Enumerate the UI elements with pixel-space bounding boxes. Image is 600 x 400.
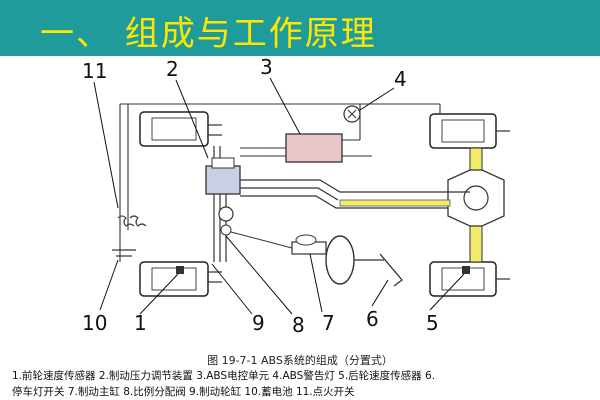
rear-left-wheel	[429, 113, 497, 149]
slide-title: 一、 组成与工作原理	[40, 14, 377, 54]
callout-9: 9	[252, 311, 265, 335]
proportioning-valve	[218, 206, 293, 249]
drive-shaft	[339, 199, 451, 207]
title-bar: 一、 组成与工作原理	[0, 0, 600, 56]
callout-2: 2	[166, 57, 179, 81]
callout-5: 5	[426, 311, 439, 335]
master-cylinder	[291, 234, 327, 255]
callout-10: 10	[82, 311, 107, 335]
rear-axle	[447, 147, 505, 263]
legend-line-2: 停车灯开关 7.制动主缸 8.比例分配阀 9.制动轮缸 10.蓄电池 11.点火…	[12, 386, 355, 398]
front-left-wheel	[139, 111, 209, 147]
callout-leaders	[93, 77, 465, 315]
brake-booster	[325, 235, 355, 285]
rear-brake-lines	[240, 130, 510, 280]
pressure-modulator	[205, 157, 241, 195]
front-brake-lines	[208, 124, 227, 283]
figure-caption: 图 19-7-1 ABS系统的组成（分置式）	[207, 354, 393, 367]
abs-system-diagram: 11 2 3 4 10 1 9 8 7 6 5	[82, 56, 510, 337]
callout-3: 3	[260, 56, 273, 79]
abs-ecu	[285, 133, 343, 163]
callout-11: 11	[82, 59, 107, 83]
ecu-wiring	[119, 103, 441, 262]
callout-4: 4	[394, 67, 407, 91]
front-speed-sensor	[176, 266, 184, 274]
ignition-switch	[117, 215, 147, 227]
callout-7: 7	[322, 311, 335, 335]
battery	[112, 249, 136, 257]
rear-speed-sensor	[462, 266, 470, 274]
abs-warning-lamp	[343, 105, 361, 123]
brake-pedal	[354, 253, 403, 287]
legend-line-1: 1.前轮速度传感器 2.制动压力调节装置 3.ABS电控单元 4.ABS警告灯 …	[12, 370, 436, 382]
callout-6: 6	[366, 307, 379, 331]
callout-1: 1	[134, 311, 147, 335]
front-right-wheel	[139, 261, 209, 297]
callout-8: 8	[292, 313, 305, 337]
